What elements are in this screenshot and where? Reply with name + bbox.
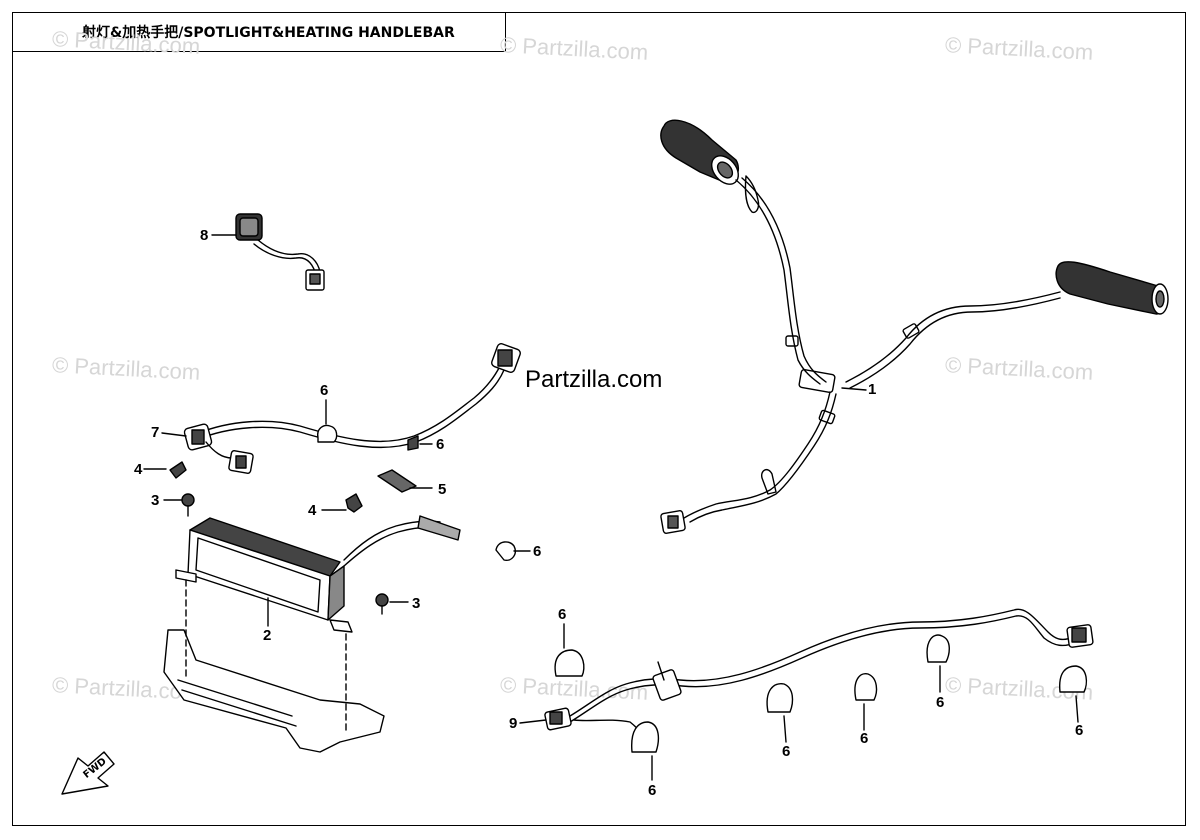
callout-5: 5 (438, 481, 447, 498)
light-bar-harness-plug-b (1066, 624, 1094, 648)
callout-9: 9 (509, 715, 518, 732)
grip-harness-connector (660, 510, 686, 534)
callout-6: 6 (533, 543, 542, 560)
fwd-arrow-icon (61, 751, 115, 795)
light-bar-harness-plug-a (544, 707, 572, 731)
callout-7: 7 (151, 424, 160, 441)
callout-6: 6 (860, 730, 869, 747)
cable-tie-6f (766, 683, 794, 743)
callout-6: 6 (320, 382, 329, 399)
mounting-bracket (163, 579, 385, 753)
callout-6: 6 (1075, 722, 1084, 739)
cable-tie-6a (316, 399, 338, 443)
callout-3: 3 (412, 595, 421, 612)
light-bar-harness (519, 608, 1094, 747)
cable-tie-6e (631, 721, 660, 781)
cable-tie-6g (854, 673, 878, 731)
callout-6: 6 (782, 743, 791, 760)
title-box: 射灯&加热手把/SPOTLIGHT&HEATING HANDLEBAR (12, 12, 506, 52)
cable-tie-6h (926, 634, 950, 693)
bolt-3b (375, 593, 409, 615)
cable-tie-6d (554, 623, 585, 677)
cable-tie-6b (407, 435, 433, 451)
bolt-3a (163, 493, 195, 517)
callout-6: 6 (558, 606, 567, 623)
diagram-title: 射灯&加热手把/SPOTLIGHT&HEATING HANDLEBAR (82, 24, 455, 41)
spotlight-harness-plug-c (228, 450, 254, 474)
callout-6: 6 (648, 782, 657, 799)
callout-6: 6 (436, 436, 445, 453)
callout-4: 4 (134, 461, 143, 478)
callout-2: 2 (263, 627, 272, 644)
callout-3: 3 (151, 492, 160, 509)
led-light-bar (175, 515, 461, 633)
clip-4a (143, 461, 187, 479)
callout-4: 4 (308, 502, 317, 519)
cable-tie-6i (1059, 665, 1088, 723)
brand-text: Partzilla.com (525, 366, 663, 393)
light-bar-harness-relay (652, 661, 682, 701)
callout-8: 8 (200, 227, 209, 244)
spotlight-harness-plug-a (183, 423, 213, 451)
spotlight-switch (211, 213, 325, 291)
spotlight-harness (161, 343, 521, 474)
drawing-frame (12, 12, 1186, 826)
cable-tie-6c (495, 541, 531, 561)
callout-1: 1 (868, 381, 877, 398)
spotlight-harness-plug-b (491, 343, 521, 373)
heated-grip-harness (660, 119, 1169, 534)
adhesive-pad (377, 469, 433, 493)
callout-6: 6 (936, 694, 945, 711)
left-heated-grip (660, 119, 740, 185)
clip-4b (321, 493, 363, 513)
right-heated-grip (1055, 261, 1169, 315)
